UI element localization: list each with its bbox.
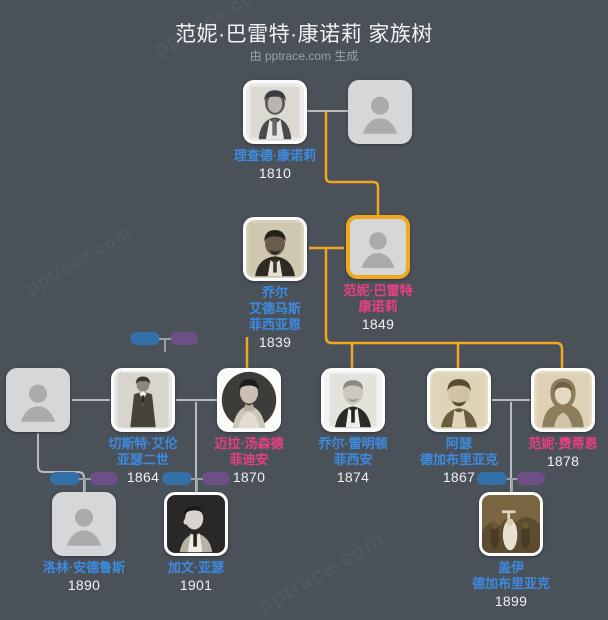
portrait-gavin-icon	[167, 495, 225, 553]
person-year: 1839	[258, 334, 292, 350]
person-label: 洛林·安德鲁斯 1890	[14, 560, 154, 593]
person-name: 切斯特·艾伦亚瑟二世	[108, 436, 178, 467]
person-photo-card[interactable]	[479, 492, 543, 556]
person-name: 乔尔·雷明顿菲西安	[318, 436, 388, 467]
placeholder-avatar-icon	[55, 495, 113, 553]
person-label: 切斯特·艾伦亚瑟二世 1864	[73, 436, 213, 485]
person-year: 1899	[494, 593, 528, 609]
person-photo-card[interactable]	[164, 492, 228, 556]
person-year: 1864	[126, 469, 160, 485]
person-photo-card-focus[interactable]	[346, 215, 410, 279]
person-year: 1901	[179, 577, 213, 593]
person-photo-card[interactable]	[217, 368, 281, 432]
person-name: 理查德·康诺莉	[233, 148, 317, 163]
person-year: 1849	[361, 316, 395, 332]
person-photo-card[interactable]	[52, 492, 116, 556]
person-year: 1867	[442, 469, 476, 485]
badge-blue-pill[interactable]	[50, 472, 80, 485]
person-label: 乔尔艾德马斯菲西亚恩 1839	[205, 285, 345, 350]
person-photo-card[interactable]	[321, 368, 385, 432]
page-title: 范妮·巴雷特·康诺莉 家族树	[175, 23, 433, 46]
person-name: 迈拉·汤森德菲迪安	[214, 436, 284, 467]
person-photo-card[interactable]	[111, 368, 175, 432]
person-label: 乔尔·雷明顿菲西安 1874	[283, 436, 423, 485]
portrait-joel-edmas-icon	[246, 220, 304, 278]
person-year: 1874	[336, 469, 370, 485]
person-photo-card[interactable]	[243, 80, 307, 144]
badge-purple-pill[interactable]	[90, 472, 118, 485]
badge-purple-pill[interactable]	[170, 332, 198, 345]
portrait-chester-icon	[114, 371, 172, 429]
person-name: 乔尔艾德马斯菲西亚恩	[248, 285, 301, 332]
page-subtitle: 由 pptrace.com 生成	[249, 49, 359, 63]
person-photo-card[interactable]	[243, 217, 307, 281]
portrait-guy-icon	[482, 495, 540, 553]
person-label: 迈拉·汤森德菲迪安 1870	[179, 436, 319, 485]
badge-stem	[164, 338, 166, 352]
badge-stem	[84, 478, 86, 492]
portrait-myra-icon	[220, 371, 278, 429]
person-label: 阿瑟德加布里亚克 1867	[389, 436, 529, 485]
badge-purple-pill[interactable]	[517, 472, 545, 485]
person-label: 范妮·巴雷特康诺莉 1849	[308, 283, 448, 332]
person-name: 洛林·安德鲁斯	[42, 560, 126, 575]
family-tree-canvas: pptrace.com pptrace.com pptrace.com 范妮·巴…	[6, 23, 608, 609]
placeholder-avatar-icon	[350, 219, 406, 275]
placeholder-avatar-icon	[351, 83, 409, 141]
badge-blue-pill[interactable]	[477, 472, 507, 485]
badge-purple-pill[interactable]	[202, 472, 230, 485]
person-label: 理查德·康诺莉 1810	[205, 148, 345, 181]
watermark: pptrace.com	[253, 526, 389, 619]
person-name: 范妮·费蒂恩	[528, 436, 598, 451]
placeholder-avatar-icon	[9, 371, 67, 429]
person-photo-card[interactable]	[427, 368, 491, 432]
person-label: 范妮·费蒂恩 1878	[501, 436, 608, 469]
portrait-arthur-d-icon	[430, 371, 488, 429]
badge-stem	[511, 478, 513, 492]
person-year: 1810	[258, 165, 292, 181]
person-year: 1870	[232, 469, 266, 485]
person-label: 盖伊德加布里亚克 1899	[441, 560, 581, 609]
badge-blue-pill[interactable]	[162, 472, 192, 485]
portrait-fanny-f-icon	[534, 371, 592, 429]
portrait-joel-rem-icon	[324, 371, 382, 429]
person-name: 盖伊德加布里亚克	[471, 560, 550, 591]
person-photo-card[interactable]	[531, 368, 595, 432]
person-label: 加文·亚瑟 1901	[126, 560, 266, 593]
badge-stem	[196, 478, 198, 492]
person-photo-card[interactable]	[6, 368, 70, 432]
person-year: 1890	[67, 577, 101, 593]
person-year: 1878	[546, 453, 580, 469]
person-photo-card[interactable]	[348, 80, 412, 144]
badge-blue-pill[interactable]	[130, 332, 160, 345]
portrait-richard-icon	[246, 83, 304, 141]
person-name: 加文·亚瑟	[167, 560, 225, 575]
watermark: pptrace.com	[23, 222, 136, 299]
person-name: 阿瑟德加布里亚克	[419, 436, 498, 467]
person-name: 范妮·巴雷特康诺莉	[343, 283, 413, 314]
